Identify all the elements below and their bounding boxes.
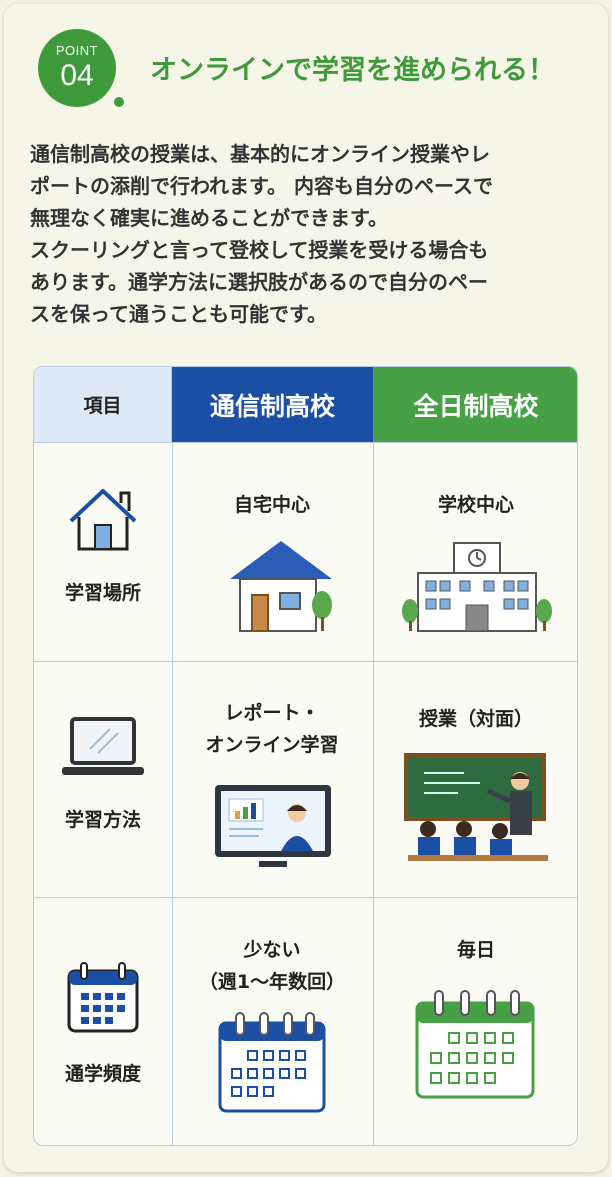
row-label-method: 学習方法	[64, 809, 141, 831]
point-badge-label: POINT	[55, 43, 99, 58]
online-lesson-monitor-illustration	[215, 785, 331, 867]
classroom-illustration	[404, 753, 548, 861]
row-label-place: 学習場所	[64, 582, 141, 604]
intro-line: 通信制高校の授業は、基本的にオンライン授業やレ	[30, 142, 490, 166]
header-item: 項目	[34, 367, 172, 442]
intro-line: あります。通学方法に選択肢があるので自分のペー	[30, 270, 488, 294]
divider	[34, 661, 577, 662]
laptop-icon	[62, 717, 144, 775]
intro-paragraph: 通信制高校の授業は、基本的にオンライン授業やレ ポートの添削で行われます。 内容…	[30, 138, 596, 330]
header-tsushin: 通信制高校	[172, 367, 373, 442]
tsushin-frequency-text-1: 少ない	[243, 939, 301, 961]
house-icon	[69, 489, 137, 551]
intro-line: スを保って通うことも可能です。	[30, 302, 327, 326]
school-building-illustration	[402, 542, 552, 632]
comparison-table: 項目 通信制高校 全日制高校 学習場所 自宅中心 学校中心	[33, 366, 578, 1146]
badge-dot	[114, 97, 124, 107]
header-zennichi: 全日制高校	[373, 367, 577, 442]
divider	[172, 442, 173, 1145]
tsushin-method-text-1: レポート・	[224, 702, 320, 724]
tsushin-method-text-2: オンライン学習	[205, 734, 339, 756]
intro-line: 無理なく確実に進めることができます。	[30, 206, 388, 230]
intro-line: スクーリングと言って登校して授業を受ける場合も	[30, 238, 489, 262]
intro-line: ポートの添削で行われます。 内容も自分のペースで	[30, 174, 493, 198]
headline: オンラインで学習を進められる！	[150, 55, 555, 86]
tsushin-place-text: 自宅中心	[233, 494, 310, 516]
divider	[34, 897, 577, 898]
row-label-frequency: 通学頻度	[64, 1063, 141, 1085]
zennichi-method-text: 授業（対面）	[418, 708, 533, 730]
point-badge: POINT 04	[38, 29, 116, 107]
zennichi-frequency-text: 毎日	[456, 939, 495, 961]
divider	[373, 442, 374, 1145]
tsushin-frequency-text-2: （週1〜年数回）	[198, 971, 346, 993]
divider	[34, 442, 577, 443]
zennichi-place-text: 学校中心	[437, 494, 514, 516]
point-badge-number: 04	[60, 59, 94, 92]
calendar-daily-illustration	[415, 990, 535, 1099]
home-illustration	[230, 541, 332, 632]
calendar-icon	[67, 962, 139, 1033]
calendar-sparse-illustration	[218, 1012, 326, 1113]
